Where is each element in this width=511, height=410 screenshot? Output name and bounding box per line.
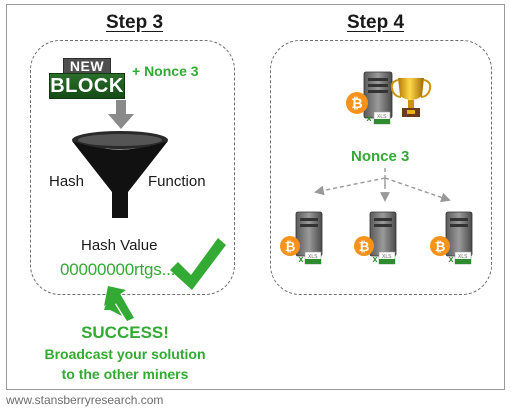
- new-block-bottom-label: BLOCK: [49, 73, 125, 99]
- broadcast-message-line-1: Broadcast your solution: [44, 346, 206, 362]
- miner-icon-1: ₿ x: [280, 211, 323, 265]
- success-title: SUCCESS!: [81, 323, 169, 342]
- source-footer: www.stansberryresearch.com: [6, 393, 164, 407]
- new-block-icon: NEW BLOCK: [49, 58, 125, 100]
- miner-icon-3: ₿ x: [430, 211, 473, 265]
- hash-label: Hash: [49, 173, 85, 190]
- nonce-broadcast-label: Nonce 3: [351, 148, 410, 165]
- miner-icon-2: ₿ x: [354, 211, 397, 265]
- down-arrow-icon: [108, 100, 134, 129]
- svg-text:₿: ₿: [435, 239, 446, 254]
- svg-text:x: x: [298, 254, 303, 264]
- hash-value-label: Hash Value: [81, 237, 158, 254]
- step-4-title: Step 4: [347, 12, 405, 33]
- step-4-panel: [270, 40, 492, 295]
- function-label: Function: [148, 173, 206, 190]
- broadcast-arrows: [314, 168, 451, 203]
- hash-value-string: 00000000rtgs...: [60, 260, 176, 279]
- up-arrow-icon: [104, 286, 134, 321]
- svg-text:x: x: [366, 113, 371, 123]
- svg-text:x: x: [448, 254, 453, 264]
- winning-miner-icon: ₿ x: [346, 71, 393, 125]
- xls-label-2: XLS: [382, 254, 392, 260]
- svg-text:x: x: [372, 254, 377, 264]
- funnel-icon: [72, 131, 168, 218]
- nonce-label: + Nonce 3: [132, 63, 199, 79]
- broadcast-message-line-2: to the other miners: [61, 366, 189, 382]
- step-3-panel: [30, 40, 235, 295]
- svg-text:₿: ₿: [351, 95, 362, 111]
- xls-label-3: XLS: [458, 254, 468, 260]
- svg-text:₿: ₿: [285, 239, 296, 254]
- trophy-icon: [390, 78, 432, 117]
- step-3-title: Step 3: [106, 12, 164, 33]
- xls-label-top: XLS: [377, 114, 387, 120]
- checkmark-icon: [170, 238, 226, 290]
- xls-label-1: XLS: [308, 254, 318, 260]
- svg-text:₿: ₿: [359, 239, 370, 254]
- new-block-top-label: NEW: [63, 58, 111, 74]
